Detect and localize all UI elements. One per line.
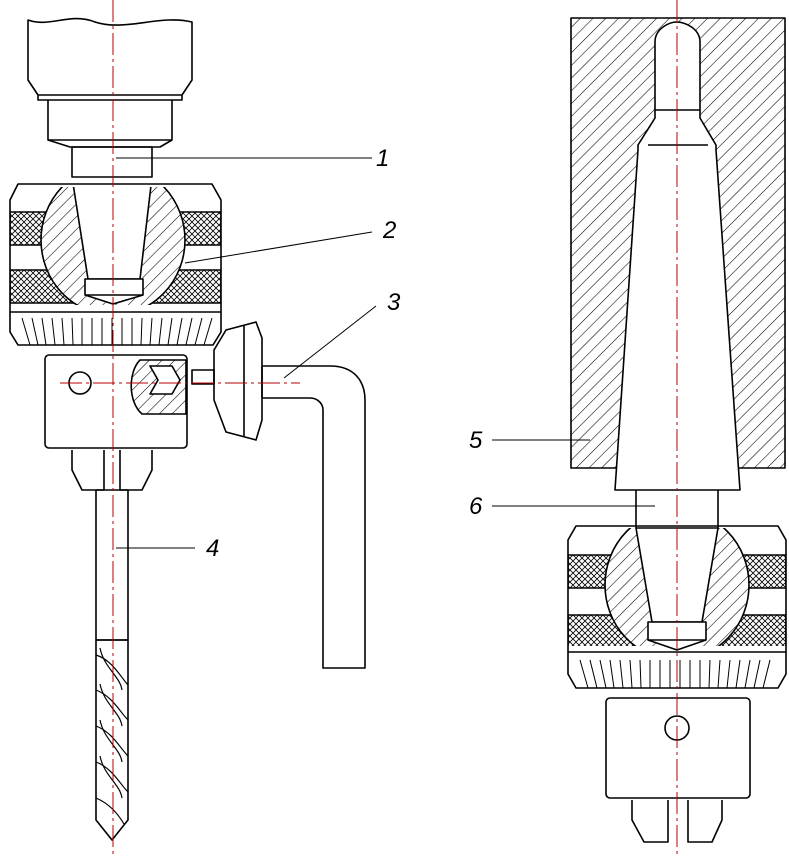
callout-4: 4 <box>206 535 219 562</box>
jaw-right-1 <box>631 800 669 843</box>
callout-5: 5 <box>469 427 483 454</box>
center-axes <box>60 0 678 857</box>
callout-6: 6 <box>469 493 483 520</box>
callout-1: 1 <box>376 145 389 172</box>
jaw-left-2 <box>119 450 153 491</box>
chuck-key <box>191 321 366 669</box>
bevel-gear-teeth-left <box>9 312 222 346</box>
drill-bit <box>95 489 129 841</box>
jaw-right-2 <box>687 800 723 843</box>
jaw-left-1 <box>71 450 105 491</box>
callout-2: 2 <box>382 217 396 244</box>
left-assembly <box>9 17 366 841</box>
chuck-body-left <box>9 183 222 313</box>
taper-shank <box>614 21 741 491</box>
spindle-housing <box>27 17 193 101</box>
callout-3: 3 <box>387 289 401 316</box>
chuck-lower-body-left <box>44 354 188 449</box>
arbor <box>71 146 153 178</box>
leader-lines <box>116 157 655 549</box>
chuck-lower-body-right <box>605 697 751 799</box>
